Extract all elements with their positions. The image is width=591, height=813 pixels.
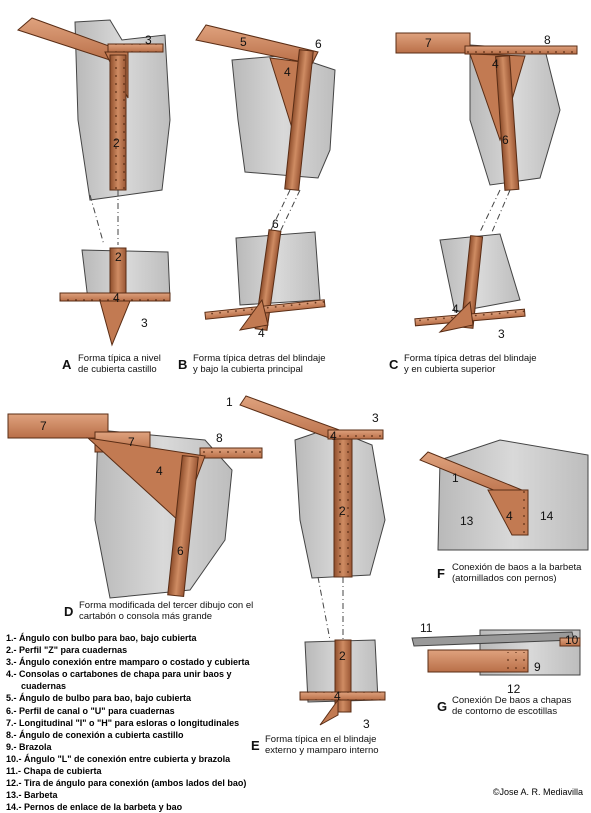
label-7-d: 7 <box>40 419 47 433</box>
bulb-angle-beam-b <box>195 24 319 65</box>
label-6-c: 6 <box>502 133 509 147</box>
legend-item: 12.- Tira de ángulo para conexión (ambos… <box>6 778 247 789</box>
legend-item: 2.- Perfil "Z" para cuadernas <box>6 645 128 656</box>
caption-b-letter: B <box>178 357 188 372</box>
label-11-g: 11 <box>420 621 433 635</box>
label-4-e: 4 <box>330 429 337 443</box>
label-3-a2: 3 <box>141 316 148 330</box>
label-3-c2: 3 <box>498 327 505 341</box>
caption-e-letter: E <box>251 738 260 753</box>
label-3-e2: 3 <box>363 717 370 731</box>
label-13-f: 13 <box>460 514 474 528</box>
label-7-d2: 7 <box>128 435 135 449</box>
parts-legend: 1.- Ángulo con bulbo para bao, bajo cubi… <box>6 632 250 813</box>
label-4-f: 4 <box>506 509 513 523</box>
figure-g <box>411 629 581 676</box>
caption-f: Conexión de baos a la barbeta(atornillad… <box>452 562 582 584</box>
legend-item: 8.- Ángulo de conexión a cubierta castil… <box>6 729 184 740</box>
legend-item: 7.- Longitudinal "I" o "H" para esloras … <box>6 717 240 728</box>
legend-item: 13.- Barbeta <box>6 790 58 801</box>
figure-b <box>195 24 336 331</box>
caption-f-letter: F <box>437 566 445 581</box>
figure-e <box>239 395 386 726</box>
figure-c <box>395 32 578 333</box>
label-12-g: 12 <box>507 682 521 696</box>
legend-item: 4.- Consolas o cartabones de chapa para … <box>6 669 232 680</box>
legend-item: 5.- Ángulo de bulbo para bao, bajo cubie… <box>6 693 192 704</box>
legend-item: cuadernas <box>6 681 67 692</box>
label-10-g: 10 <box>565 633 579 647</box>
label-4-b: 4 <box>284 65 291 79</box>
label-4-d: 4 <box>156 464 163 478</box>
longitudinal-d <box>7 413 109 439</box>
label-8-c: 8 <box>544 33 551 47</box>
legend-item: 11.- Chapa de cubierta <box>6 766 102 777</box>
legend-item: 9.- Brazola <box>6 741 52 752</box>
label-3-e: 3 <box>372 411 379 425</box>
label-6-d: 6 <box>177 544 184 558</box>
figure-f <box>419 439 589 551</box>
label-2-a2: 2 <box>115 250 122 264</box>
bracket-a2 <box>99 300 131 347</box>
caption-g-letter: G <box>437 699 448 714</box>
label-4-b2: 4 <box>258 326 265 340</box>
beam-g <box>427 649 529 673</box>
caption-c-letter: C <box>389 357 399 372</box>
label-7-c: 7 <box>425 36 432 50</box>
channel-frame-b <box>284 49 314 191</box>
label-4-c: 4 <box>492 57 499 71</box>
figure-a-bottom <box>59 247 171 347</box>
label-5-b: 5 <box>240 35 247 49</box>
label-4-a2: 4 <box>113 291 120 305</box>
caption-a-letter: A <box>62 357 72 372</box>
channel-frame-d <box>167 454 199 598</box>
label-4-c2: 4 <box>452 302 459 316</box>
label-3-a: 3 <box>145 33 152 47</box>
label-14-f: 14 <box>540 509 554 523</box>
legend-item: 1.- Ángulo con bulbo para bao, bajo cubi… <box>6 633 197 643</box>
copyright-notice: ©Jose A. R. Mediavilla <box>492 787 583 797</box>
channel-frame-c <box>495 55 520 191</box>
label-1-e: 1 <box>226 395 233 409</box>
part-number-labels: 3 2 2 4 3 5 6 4 6 4 7 8 4 6 4 3 7 7 8 4 … <box>40 33 579 731</box>
label-8-d: 8 <box>216 431 223 445</box>
label-6-b: 6 <box>315 37 322 51</box>
legend-item: 3.- Ángulo conexión entre mamparo o cost… <box>6 657 250 668</box>
label-2-a: 2 <box>113 136 120 150</box>
label-2-e: 2 <box>339 504 346 518</box>
figure-a-top <box>16 17 171 246</box>
caption-d: Forma modificada del tercer dibujo con e… <box>79 600 254 622</box>
longitudinal-c <box>395 32 471 54</box>
label-2-e2: 2 <box>339 649 346 663</box>
figure-d <box>7 413 263 599</box>
label-4-e2: 4 <box>334 689 341 703</box>
label-6-b2: 6 <box>272 217 279 231</box>
legend-item: 14.- Pernos de enlace de la barbeta y ba… <box>6 802 183 813</box>
caption-d-letter: D <box>64 604 74 619</box>
label-9-g: 9 <box>534 660 541 674</box>
legend-item: 10.- Ángulo "L" de conexión entre cubier… <box>6 753 231 764</box>
legend-item: 6.- Perfil de canal o "U" para cuadernas <box>6 705 175 716</box>
label-1-f: 1 <box>452 471 459 485</box>
